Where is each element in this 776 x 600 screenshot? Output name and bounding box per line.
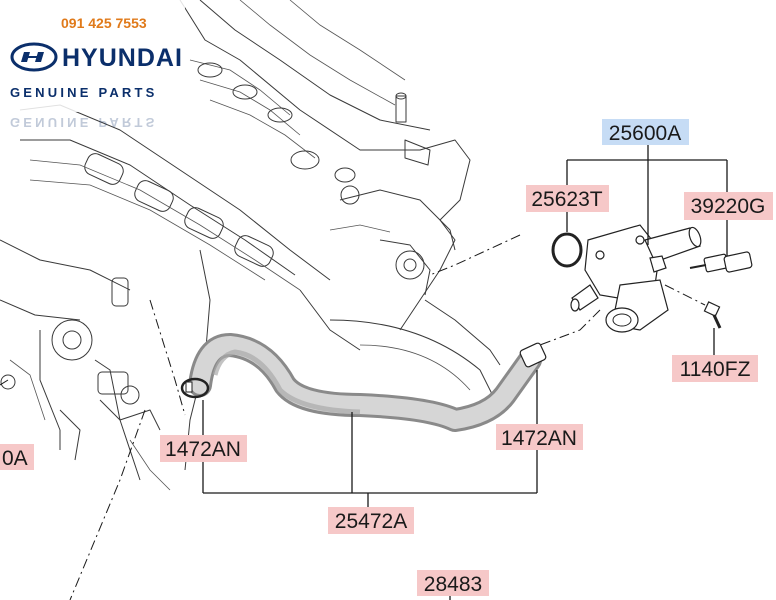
label-text: 39220G [691, 195, 766, 218]
label-highlight [0, 444, 34, 470]
bolt-1140FZ [703, 301, 722, 329]
label-highlight [417, 570, 489, 596]
hose-shade [212, 349, 361, 415]
dashline-bolt [664, 284, 706, 306]
label-highlight [328, 507, 414, 534]
assembly-lines [0, 234, 706, 600]
hyundai-logo-icon [10, 42, 58, 72]
watermark: 091 425 7553 HYUNDAI GENUINE PARTS GENUI… [0, 0, 185, 130]
label-text: 25472A [335, 510, 407, 533]
dashline-gasket [429, 234, 521, 276]
leader-lines [202, 145, 728, 600]
part-label-25472A[interactable]: 25472A [328, 507, 414, 534]
part-label-1472AN-left[interactable]: 1472AN [160, 435, 247, 462]
label-highlight [496, 424, 583, 450]
housing-outlet-mouth [605, 307, 639, 333]
label-text: 1472AN [165, 438, 241, 461]
water-outlet-assembly-25600A [551, 224, 702, 333]
label-text: 1472AN [501, 427, 577, 450]
dashline-left-edge [0, 379, 9, 386]
label-text: 0A [2, 447, 28, 470]
part-label-1140FZ[interactable]: 1140FZ [672, 355, 758, 382]
watermark-brand: HYUNDAI [62, 44, 183, 72]
part-label-25623T[interactable]: 25623T [526, 185, 609, 212]
part-label-28483[interactable]: 28483 [417, 570, 489, 596]
coolant-hose-25472A [188, 333, 547, 432]
label-text: 25600A [609, 122, 681, 145]
hose-end-right [519, 342, 547, 368]
o-ring-gasket [551, 232, 583, 268]
label-text: 25623T [531, 188, 602, 211]
part-label-39220G[interactable]: 39220G [684, 192, 773, 220]
watermark-tagline: GENUINE PARTS [10, 85, 158, 100]
hose-body [191, 336, 539, 429]
coolant-temp-sensor-39220G [689, 251, 753, 273]
label-highlight [684, 192, 773, 220]
part-label-25600A[interactable]: 25600A [602, 119, 689, 145]
part-label-1472AN-right[interactable]: 1472AN [496, 424, 583, 450]
part-label-partial-left[interactable]: 0A [0, 444, 34, 470]
dashline-left-clamp [149, 299, 186, 416]
label-highlight [672, 355, 758, 382]
label-highlight [602, 119, 689, 145]
dashline-housing [539, 309, 601, 346]
label-text: 28483 [424, 573, 482, 596]
watermark-tagline-reflection: GENUINE PARTS [10, 115, 158, 130]
watermark-phone: 091 425 7553 [61, 15, 147, 31]
hose-clamp-left [180, 377, 210, 399]
label-highlight [160, 435, 247, 462]
label-text: 1140FZ [680, 358, 751, 381]
label-highlight [526, 185, 609, 212]
dashline-lower-left [69, 409, 146, 600]
